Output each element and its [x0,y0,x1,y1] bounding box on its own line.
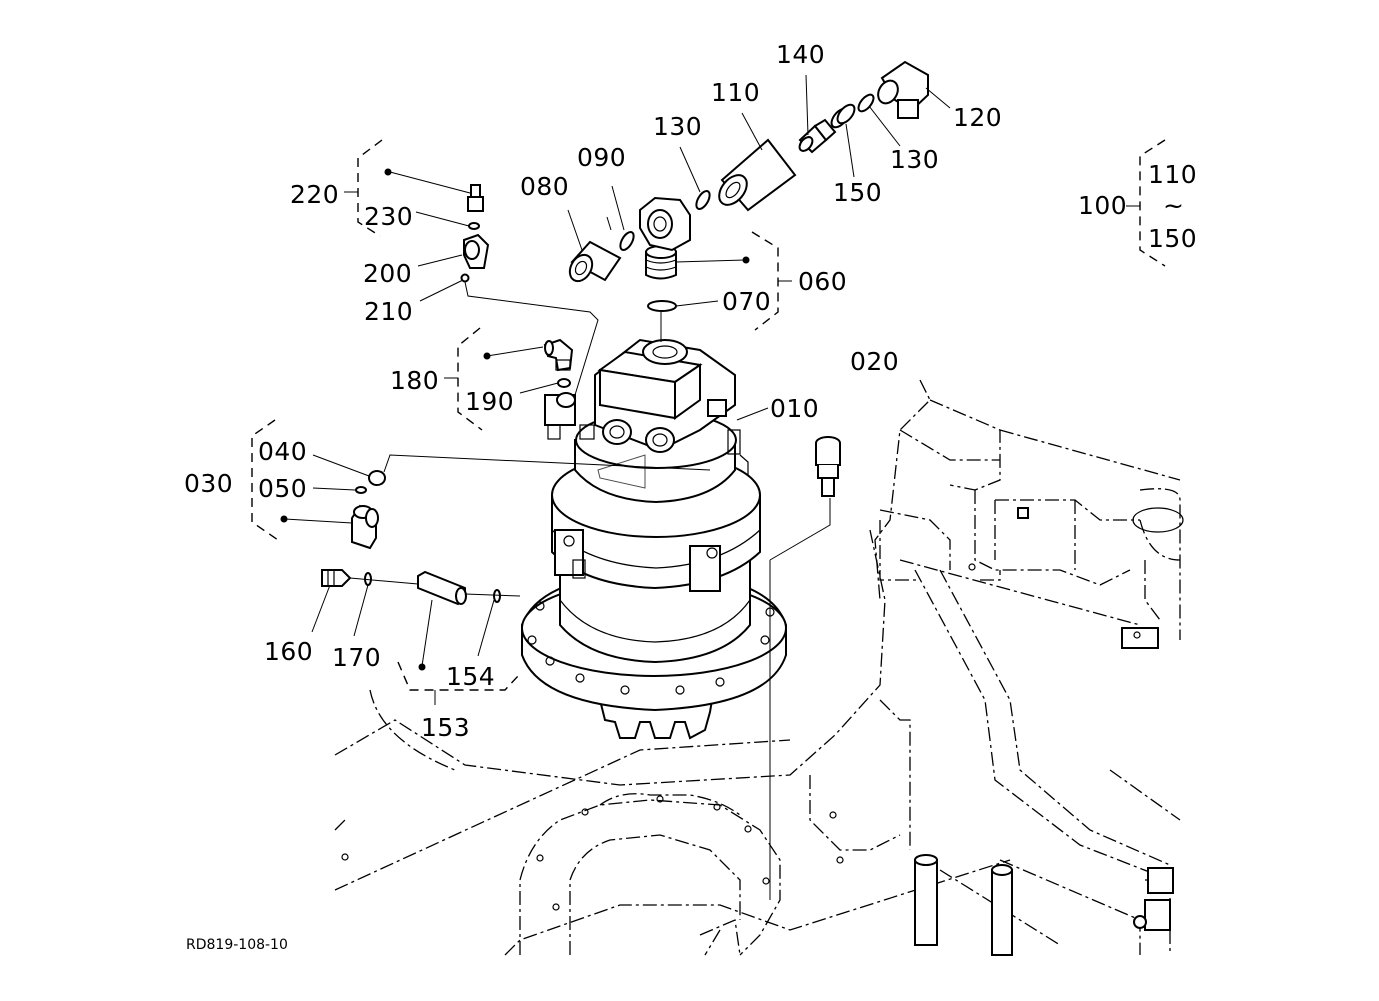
label-090: 090 [577,143,626,172]
o-ring-130a [695,189,711,211]
fitting-160 [321,569,352,587]
o-ring-070 [647,300,677,312]
valve-110 [718,138,797,212]
elbow-120 [877,60,929,119]
label-130-right: 130 [890,145,939,174]
label-030: 030 [184,469,233,498]
label-060: 060 [798,267,847,296]
swing-motor-010 [521,338,787,740]
label-range-from: 110 [1148,160,1197,189]
label-080: 080 [520,172,569,201]
valve-153 [417,570,467,606]
slewing-ring-outline [341,563,976,956]
label-140: 140 [776,40,825,69]
fitting-030 [351,470,386,550]
o-ring-130b [857,93,875,113]
label-200: 200 [363,259,412,288]
group-brackets [251,139,1166,705]
o-ring-154 [493,589,501,603]
label-230: 230 [364,202,413,231]
diagram-code: RD819-108-10 [186,937,288,953]
label-120: 120 [953,103,1002,132]
label-190: 190 [465,387,514,416]
o-ring-090 [619,230,635,252]
label-180: 180 [390,366,439,395]
label-100: 100 [1078,191,1127,220]
label-020: 020 [850,347,899,376]
label-050: 050 [258,474,307,503]
part-labels: 010 020 030 040 050 060 070 080 090 100 … [184,40,1197,742]
fitting-220 [460,184,490,283]
leader-lines [284,74,951,900]
machine-frame-outline [334,379,1181,956]
label-040: 040 [258,437,307,466]
leader-dots [280,168,750,671]
label-170: 170 [332,643,381,672]
plug-140 [798,118,837,154]
fitting-080 [568,240,622,283]
label-150: 150 [833,178,882,207]
frame-posts [914,507,1184,956]
label-130-left: 130 [653,112,702,141]
spring-150 [830,103,856,129]
label-range-to: 150 [1148,224,1197,253]
label-070: 070 [722,287,771,316]
label-220: 220 [290,180,339,209]
label-153: 153 [421,713,470,742]
label-210: 210 [364,297,413,326]
label-160: 160 [264,637,313,666]
elbow-fitting [639,196,691,252]
fitting-180 [543,338,574,388]
plug-020 [815,436,841,497]
fitting-060 [645,245,677,280]
label-154: 154 [446,662,495,691]
label-110: 110 [711,78,760,107]
label-010: 010 [770,394,819,423]
label-range-tilde: ~ [1163,191,1184,220]
